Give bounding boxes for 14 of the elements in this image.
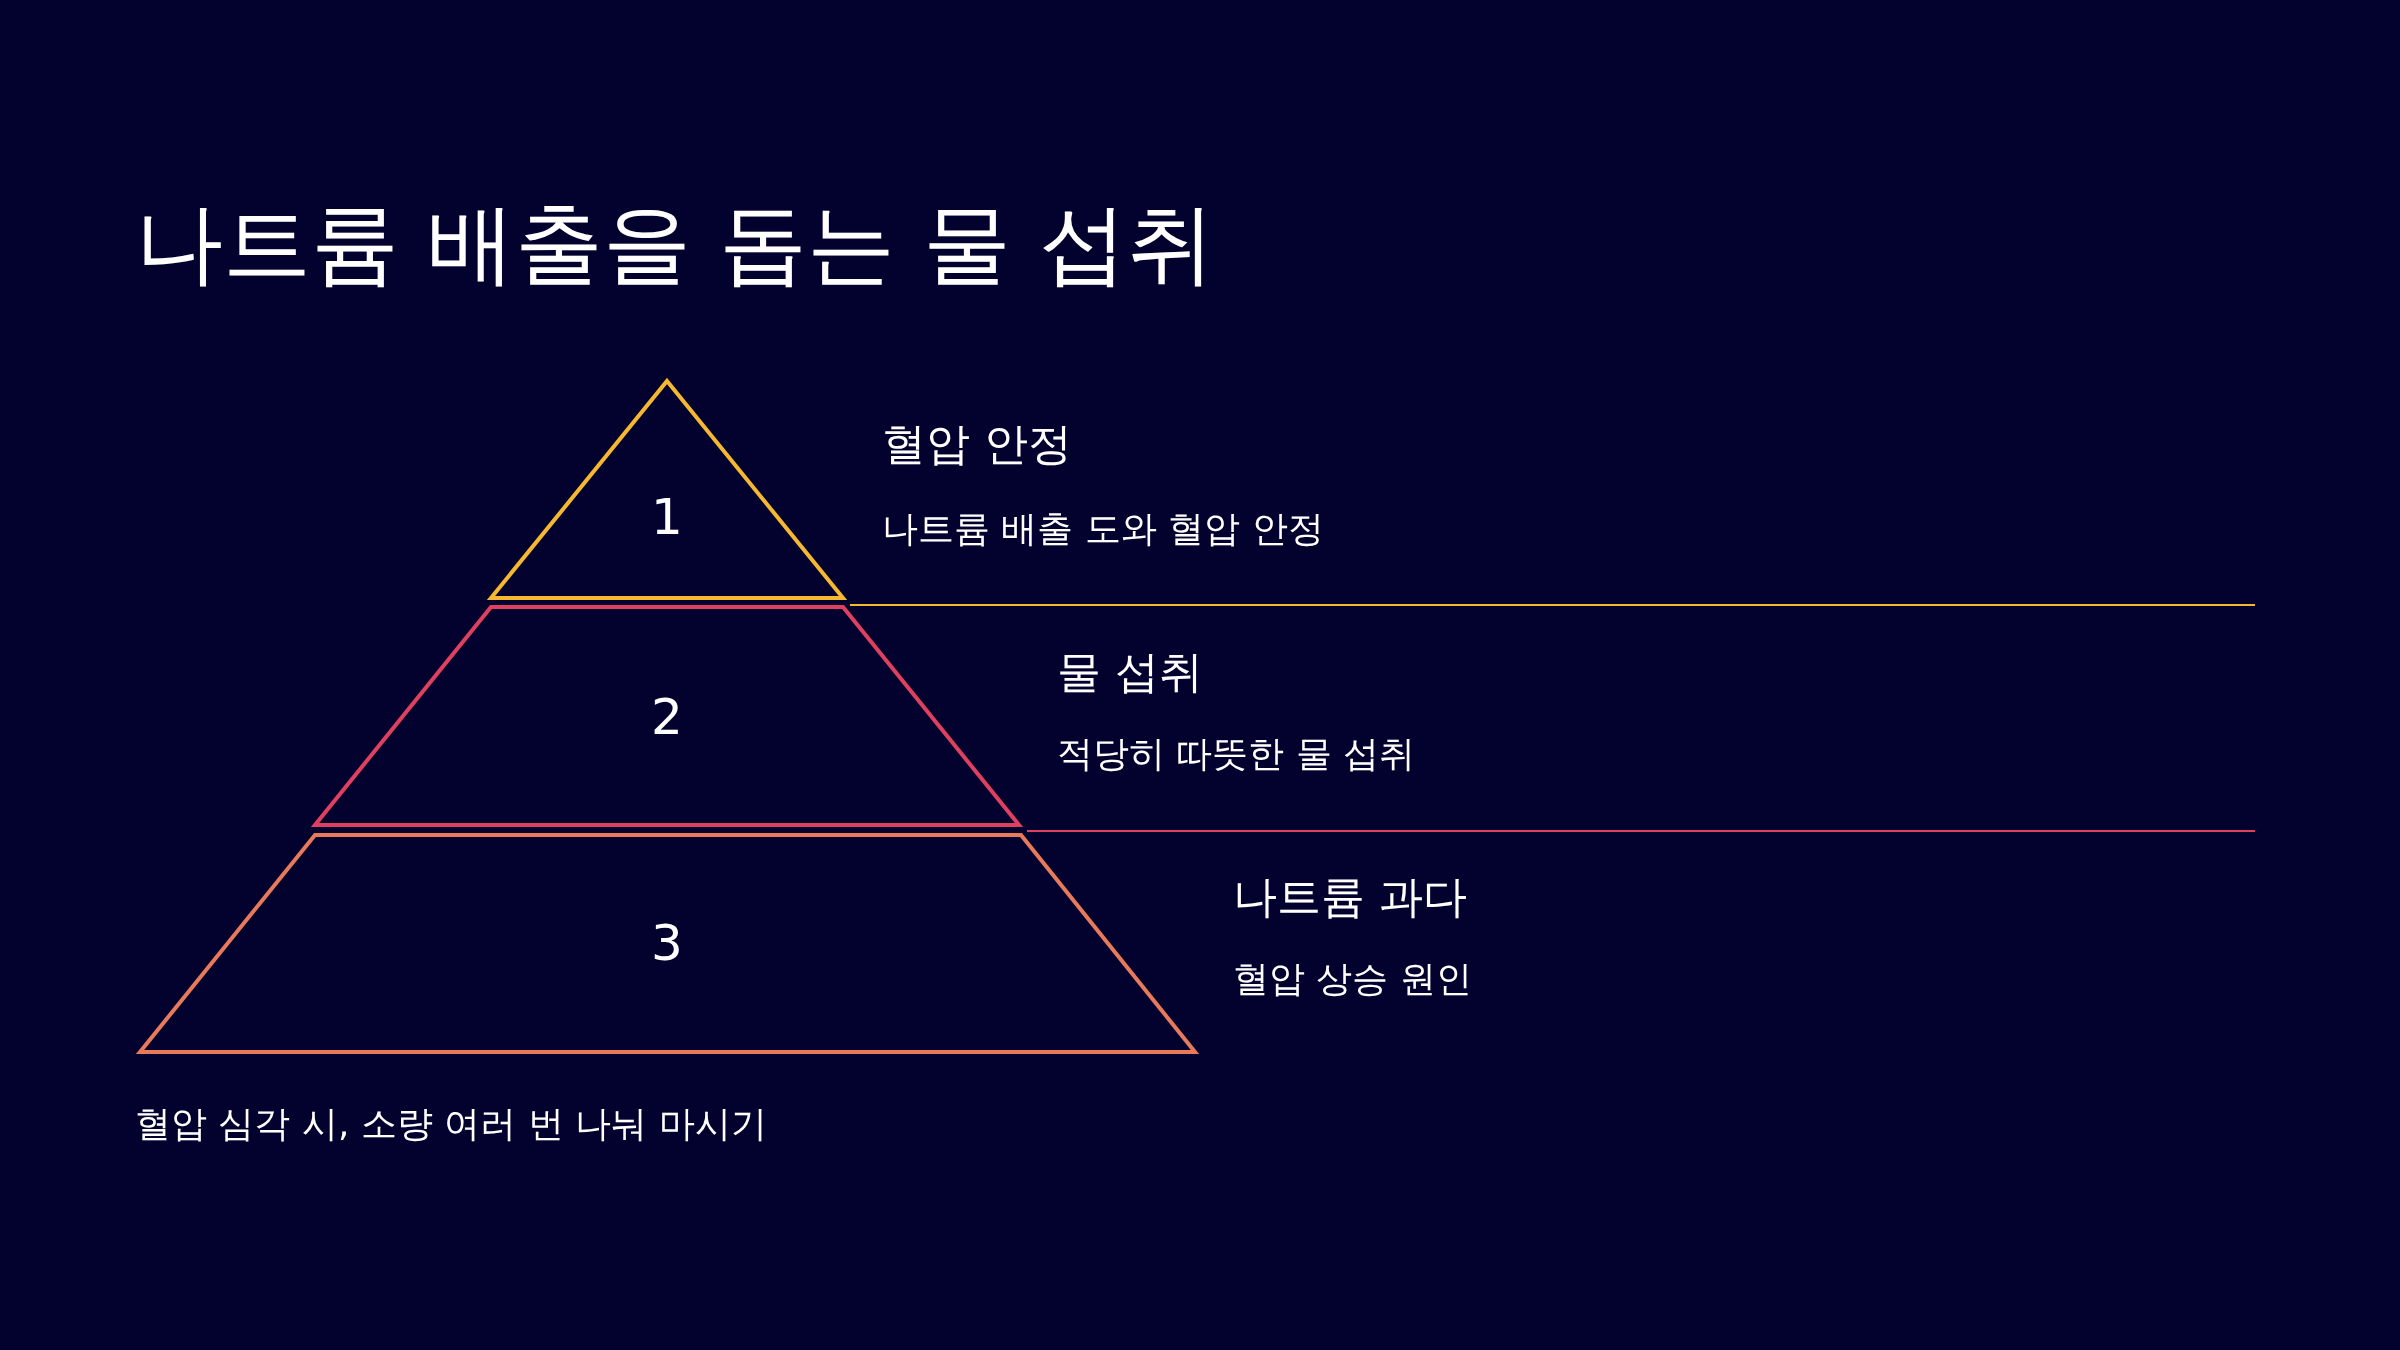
tier-heading: 나트륨 과다 (1233, 870, 1467, 924)
pyramid-tier (137, 832, 1198, 1055)
tier-heading: 물 섭취 (1057, 645, 1203, 699)
tier-number: 2 (651, 688, 683, 746)
tier-number: 3 (651, 914, 683, 972)
note-text: 혈압 심각 시, 소량 여러 번 나눠 마시기 (135, 1102, 767, 1146)
tier-heading: 혈압 안정 (882, 417, 1072, 471)
tier-description: 나트륨 배출 도와 혈압 안정 (882, 507, 1324, 551)
tier-description: 적당히 따뜻한 물 섭취 (1057, 732, 1416, 776)
pyramid-tier (488, 378, 846, 601)
tier-description: 혈압 상승 원인 (1233, 957, 1472, 1001)
pyramid-tier (312, 604, 1022, 828)
tier-number: 1 (651, 488, 683, 546)
slide-title: 나트륨 배출을 돕는 물 섭취 (135, 191, 1215, 297)
